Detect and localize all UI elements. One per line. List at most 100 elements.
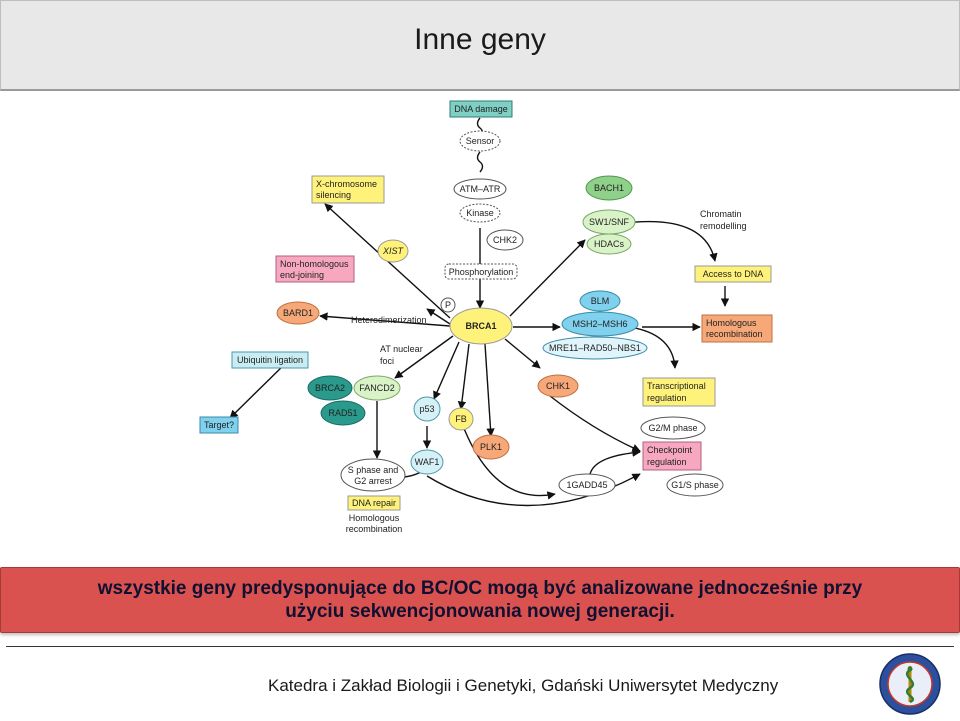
svg-text:XIST: XIST — [382, 246, 405, 256]
arrow-brca1-sw1snf — [509, 239, 586, 317]
svg-text:Phosphorylation: Phosphorylation — [449, 267, 514, 277]
svg-text:DNA repair: DNA repair — [352, 498, 396, 508]
node-bach1: BACH1 — [585, 175, 633, 201]
node-p53: p53 — [413, 396, 441, 422]
node-fb: FB — [448, 407, 474, 431]
svg-text:Non-homologous: Non-homologous — [280, 259, 349, 269]
node-phosphorylation: Phosphorylation — [444, 263, 518, 280]
page-title: Inne geny — [414, 23, 546, 56]
svg-text:Target?: Target? — [204, 420, 234, 430]
svg-text:Kinase: Kinase — [466, 208, 494, 218]
arrow-brca1-fancd2 — [394, 335, 454, 379]
node-hom-rec: Homologous recombination — [701, 314, 773, 343]
svg-text:regulation: regulation — [647, 393, 687, 403]
arrow-brca1-p — [426, 308, 451, 325]
node-msh: MSH2–MSH6 — [561, 311, 639, 337]
label-chromatin-2: remodelling — [700, 221, 747, 231]
svg-text:BRCA1: BRCA1 — [465, 321, 496, 331]
svg-text:X-chromosome: X-chromosome — [316, 179, 377, 189]
university-logo — [878, 652, 942, 716]
svg-text:MSH2–MSH6: MSH2–MSH6 — [572, 319, 627, 329]
summary-banner: wszystkie geny predysponujące do BC/OC m… — [0, 567, 960, 633]
node-target: Target? — [199, 416, 239, 434]
svg-text:Homologous: Homologous — [706, 318, 757, 328]
svg-text:RAD51: RAD51 — [328, 408, 357, 418]
brca1-pathway-diagram: DNA damage Sensor ATM–ATR Kinase CHK2 Ph… — [195, 96, 795, 546]
arrow-msh-trans — [634, 327, 679, 369]
node-trans-reg: Transcriptional regulation — [642, 377, 716, 407]
node-chk2: CHK2 — [486, 229, 524, 251]
node-brca1: BRCA1 — [449, 307, 513, 345]
label-chromatin-1: Chromatin — [700, 209, 742, 219]
node-blm: BLM — [579, 290, 621, 312]
svg-text:p53: p53 — [419, 404, 434, 414]
node-plk1: PLK1 — [472, 434, 510, 460]
label-hr-1: Homologous — [349, 513, 400, 523]
node-xist: XIST — [377, 239, 409, 263]
node-bard1: BARD1 — [276, 301, 320, 325]
footer-divider — [6, 646, 954, 647]
node-p: P — [440, 297, 456, 313]
squiggle-2 — [476, 151, 484, 173]
svg-text:BARD1: BARD1 — [283, 308, 313, 318]
label-at-foci-1: AT nuclear — [380, 344, 423, 354]
node-brca2: BRCA2 — [307, 375, 353, 401]
node-nhej: Non-homologous end-joining — [275, 255, 355, 283]
banner-text: wszystkie geny predysponujące do BC/OC m… — [97, 578, 863, 622]
svg-text:regulation: regulation — [647, 457, 687, 467]
label-at-foci-2: foci — [380, 356, 394, 366]
svg-text:Sensor: Sensor — [466, 136, 495, 146]
svg-text:silencing: silencing — [316, 190, 351, 200]
arrow-brca1-plk1 — [484, 343, 495, 437]
node-rad51: RAD51 — [320, 400, 366, 426]
node-kinase: Kinase — [459, 203, 501, 223]
arrow-brca1-fb — [457, 343, 470, 410]
svg-text:CHK2: CHK2 — [493, 235, 517, 245]
svg-text:FANCD2: FANCD2 — [359, 383, 395, 393]
node-mre11: MRE11–RAD50–NBS1 — [542, 336, 648, 360]
svg-text:BRCA2: BRCA2 — [315, 383, 345, 393]
node-s-phase: S phase and G2 arrest — [340, 458, 406, 492]
arrow-fb-gadd45 — [462, 425, 556, 500]
pathway-svg: DNA damage Sensor ATM–ATR Kinase CHK2 Ph… — [199, 100, 773, 534]
node-x-chromosome: X-chromosome silencing — [311, 175, 385, 204]
node-sensor: Sensor — [459, 130, 501, 152]
node-dna-damage: DNA damage — [449, 100, 513, 118]
svg-text:BLM: BLM — [591, 296, 610, 306]
svg-text:CHK1: CHK1 — [546, 381, 570, 391]
node-atm-atr: ATM–ATR — [453, 178, 507, 200]
node-hdacs: HDACs — [586, 233, 632, 255]
arrow-gadd45-checkpoint — [589, 448, 641, 475]
svg-text:G2 arrest: G2 arrest — [354, 476, 392, 486]
svg-text:end-joining: end-joining — [280, 270, 324, 280]
arrow-brca1-p53 — [433, 341, 460, 400]
svg-text:recombination: recombination — [706, 329, 763, 339]
node-checkpoint: Checkpoint regulation — [642, 441, 702, 471]
arrow-chromatin-access — [624, 220, 718, 262]
svg-text:Ubiquitin ligation: Ubiquitin ligation — [237, 355, 303, 365]
node-fancd2: FANCD2 — [353, 375, 401, 401]
svg-text:ATM–ATR: ATM–ATR — [460, 184, 501, 194]
svg-text:1GADD45: 1GADD45 — [566, 480, 607, 490]
node-g1s: G1/S phase — [666, 473, 724, 497]
svg-text:FB: FB — [455, 414, 467, 424]
node-g2m: G2/M phase — [640, 416, 706, 440]
svg-text:BACH1: BACH1 — [594, 183, 624, 193]
svg-text:Access to DNA: Access to DNA — [703, 269, 764, 279]
node-waf1: WAF1 — [410, 449, 444, 475]
svg-text:HDACs: HDACs — [594, 239, 625, 249]
node-gadd45: 1GADD45 — [558, 473, 616, 497]
node-dna-repair: DNA repair — [347, 495, 401, 511]
label-heterodimerization: Heterodimerization — [351, 315, 427, 325]
svg-text:SW1/SNF: SW1/SNF — [589, 217, 630, 227]
svg-text:Transcriptional: Transcriptional — [647, 381, 706, 391]
node-ubiquitin: Ubiquitin ligation — [231, 351, 309, 369]
arrow-chk1-checkpoint — [549, 395, 641, 452]
university-seal-icon — [879, 653, 941, 715]
node-access-dna: Access to DNA — [694, 265, 772, 283]
svg-text:G2/M phase: G2/M phase — [648, 423, 697, 433]
svg-text:S phase and: S phase and — [348, 465, 399, 475]
label-hr-2: recombination — [346, 524, 403, 534]
svg-text:DNA damage: DNA damage — [454, 104, 508, 114]
svg-text:P: P — [445, 300, 451, 310]
